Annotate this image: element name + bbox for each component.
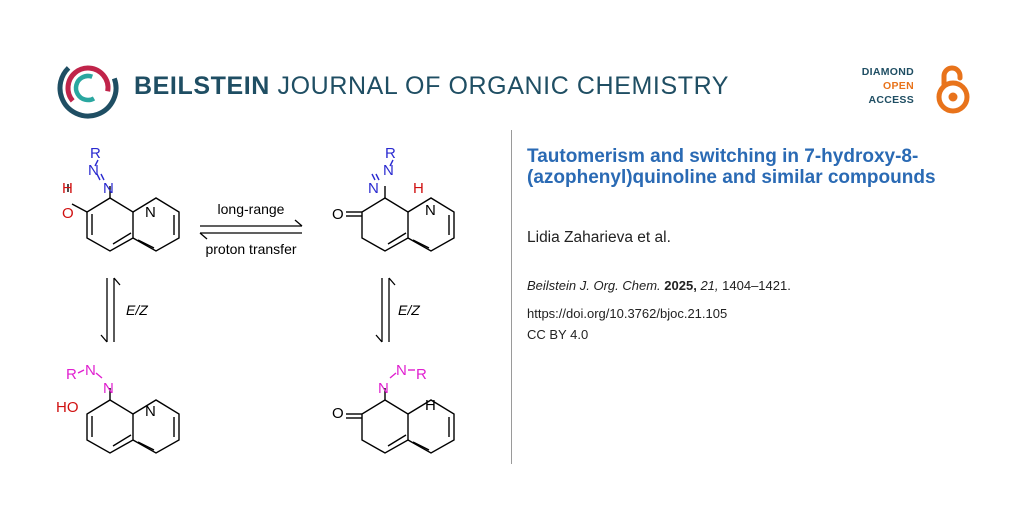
journal-title: BEILSTEIN JOURNAL OF ORGANIC CHEMISTRY xyxy=(134,72,729,101)
arrow-label-bottom: proton transfer xyxy=(205,241,296,257)
molecule-2-bonds xyxy=(346,159,455,252)
atom-o-1: O xyxy=(62,205,74,222)
vertical-divider xyxy=(511,130,512,464)
reaction-scheme: R N N H O N R N N H O N R N N HO N xyxy=(56,145,455,454)
ez-label-right: E/Z xyxy=(398,302,420,318)
atom-n-4b: N xyxy=(378,380,389,397)
equilibrium-arrow-left xyxy=(100,277,121,343)
atom-r-4: R xyxy=(416,366,427,383)
atom-n-1b: N xyxy=(103,180,114,197)
article-doi-link[interactable]: https://doi.org/10.3762/bjoc.21.105 xyxy=(527,306,728,321)
atom-o-2: O xyxy=(332,206,344,223)
article-title: Tautomerism and switching in 7-hydroxy-8… xyxy=(527,146,936,188)
equilibrium-arrow-right xyxy=(375,277,396,343)
beilstein-logo-icon xyxy=(57,57,119,119)
molecule-3-bonds xyxy=(77,369,180,454)
article-citation: Beilstein J. Org. Chem. 2025, 21, 1404–1… xyxy=(527,278,791,293)
journal-header: BEILSTEIN JOURNAL OF ORGANIC CHEMISTRY D… xyxy=(0,0,1024,120)
atom-n-ring-2: N xyxy=(425,202,436,219)
atom-h-2: H xyxy=(413,180,424,197)
atom-n-3b: N xyxy=(103,380,114,397)
atom-h-1: H xyxy=(62,180,73,197)
molecule-1-bonds xyxy=(67,159,180,252)
citation-volume: 21, xyxy=(700,278,719,293)
atom-r-1: R xyxy=(90,145,101,162)
atom-n-2a: N xyxy=(383,162,394,179)
atom-h-4: H xyxy=(425,397,436,414)
badge-line-2: OPEN xyxy=(883,80,914,92)
atom-n-1a: N xyxy=(88,162,99,179)
ez-label-left: E/Z xyxy=(126,302,148,318)
citation-pages: 1404–1421. xyxy=(722,278,791,293)
arrow-label-top: long-range xyxy=(218,201,285,217)
atom-n-2b: N xyxy=(368,180,379,197)
atom-n-ring-1: N xyxy=(145,204,156,221)
article-license: CC BY 4.0 xyxy=(527,327,589,342)
atom-ho-3: HO xyxy=(56,399,79,416)
atom-r-2: R xyxy=(385,145,396,162)
equilibrium-arrow-horizontal xyxy=(199,219,303,240)
badge-line-1: DIAMOND xyxy=(861,66,914,78)
open-lock-icon xyxy=(936,65,970,114)
atom-r-3: R xyxy=(66,366,77,383)
citation-year: 2025, xyxy=(664,278,697,293)
molecule-4-bonds xyxy=(346,369,455,454)
journal-name-rest: JOURNAL OF ORGANIC CHEMISTRY xyxy=(277,72,730,100)
atom-n-ring-3: N xyxy=(145,403,156,420)
atom-o-4: O xyxy=(332,405,344,422)
article-authors: Lidia Zaharieva et al. xyxy=(527,229,671,246)
badge-line-3: ACCESS xyxy=(868,94,914,106)
diamond-open-access-badge: DIAMOND OPEN ACCESS xyxy=(862,64,972,114)
journal-name-bold: BEILSTEIN xyxy=(134,72,270,100)
atom-n-3a: N xyxy=(85,362,96,379)
atom-n-4a: N xyxy=(396,362,407,379)
citation-journal: Beilstein J. Org. Chem. xyxy=(527,278,661,293)
